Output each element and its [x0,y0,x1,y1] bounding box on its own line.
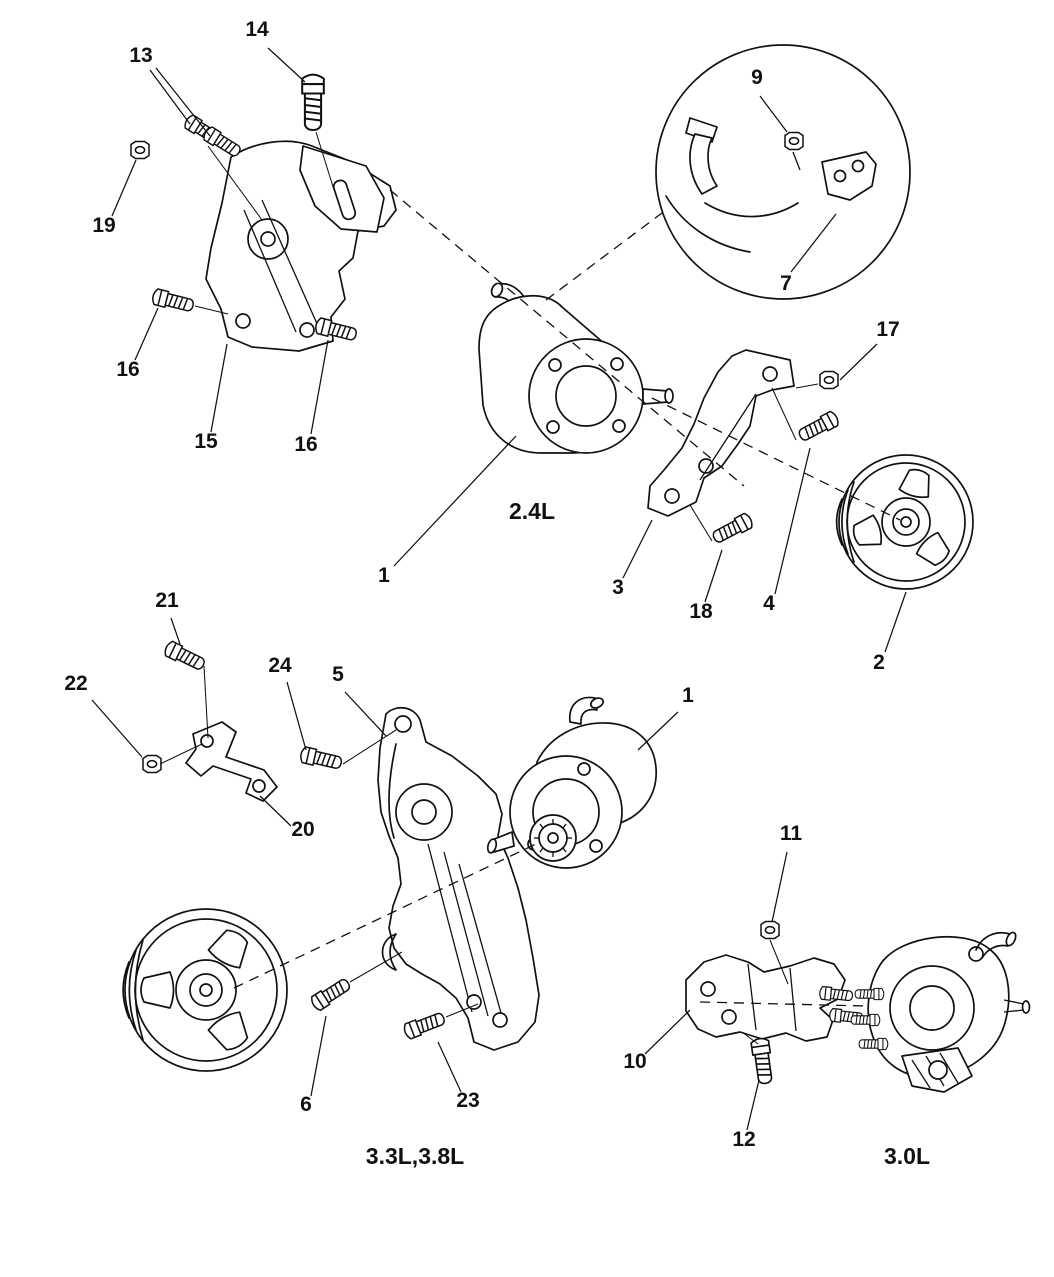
nut-22 [142,754,162,774]
callout-19: 19 [92,214,115,237]
assembly-lines [159,131,819,1045]
bolt-18 [709,511,756,547]
mounting-bracket-2-4l [205,140,397,352]
pump-3-3l [486,696,657,869]
parts-artwork [122,44,1031,1093]
callout-23: 23 [456,1089,479,1112]
engine-label-3-3l-3-8l: 3.3L,3.8L [366,1143,464,1169]
pump-bracket-3 [647,349,795,517]
callout-16-left: 16 [116,358,139,381]
callout-16-right: 16 [294,433,317,456]
engine-label-3-0l: 3.0L [884,1143,930,1169]
hose-fitting [685,117,718,143]
callout-17: 17 [876,318,899,341]
callout-21: 21 [155,589,179,612]
nut-9 [784,131,804,151]
leader-lines [91,47,907,1131]
nut-17 [819,370,839,390]
stud-3-0l-a [854,987,885,1001]
callout-1-33l: 1 [682,684,694,707]
detail-inset [655,44,911,300]
callout-10: 10 [623,1050,646,1073]
callout-labels: 14 13 9 19 7 16 17 15 16 1 3 18 4 2 21 2… [64,18,930,1169]
bolt-12 [749,1036,776,1086]
engine-label-2-4l: 2.4L [509,498,555,524]
pulley-2-4l [835,454,974,590]
callout-22: 22 [64,672,87,695]
callout-1-24l: 1 [378,564,390,587]
stud-3-0l-c [858,1037,889,1051]
strap-bracket-20 [185,721,278,802]
bolt-14 [301,73,325,131]
callout-3: 3 [612,576,624,599]
callout-12: 12 [732,1128,755,1151]
inset-circle [655,44,911,300]
callout-15: 15 [194,430,218,453]
centerlines [233,189,901,1007]
bracket-10 [685,954,846,1042]
callout-24: 24 [268,654,292,677]
pump-2-4l [478,282,674,454]
callout-18: 18 [689,600,713,623]
bolt-21 [162,639,208,674]
callout-4: 4 [763,592,775,615]
callout-5: 5 [332,663,344,686]
callout-14: 14 [245,18,269,41]
callout-9: 9 [751,66,763,89]
callout-7: 7 [780,272,792,295]
callout-11: 11 [780,822,803,845]
stud-3-0l-b [850,1013,881,1027]
bolt-4 [795,409,842,445]
pump-3-0l [867,931,1031,1093]
callout-6: 6 [300,1093,312,1116]
nut-11 [760,920,780,940]
nut-19 [130,140,150,160]
bolt-23 [401,1009,448,1041]
bolt-6 [308,975,354,1013]
callout-2: 2 [873,651,885,674]
pulley-3-3l [122,908,288,1072]
callout-13: 13 [129,44,152,67]
callout-20: 20 [291,818,314,841]
hose-tube [689,133,718,195]
bolt-13b [201,124,244,160]
mounting-bracket-3-3l [377,706,540,1051]
